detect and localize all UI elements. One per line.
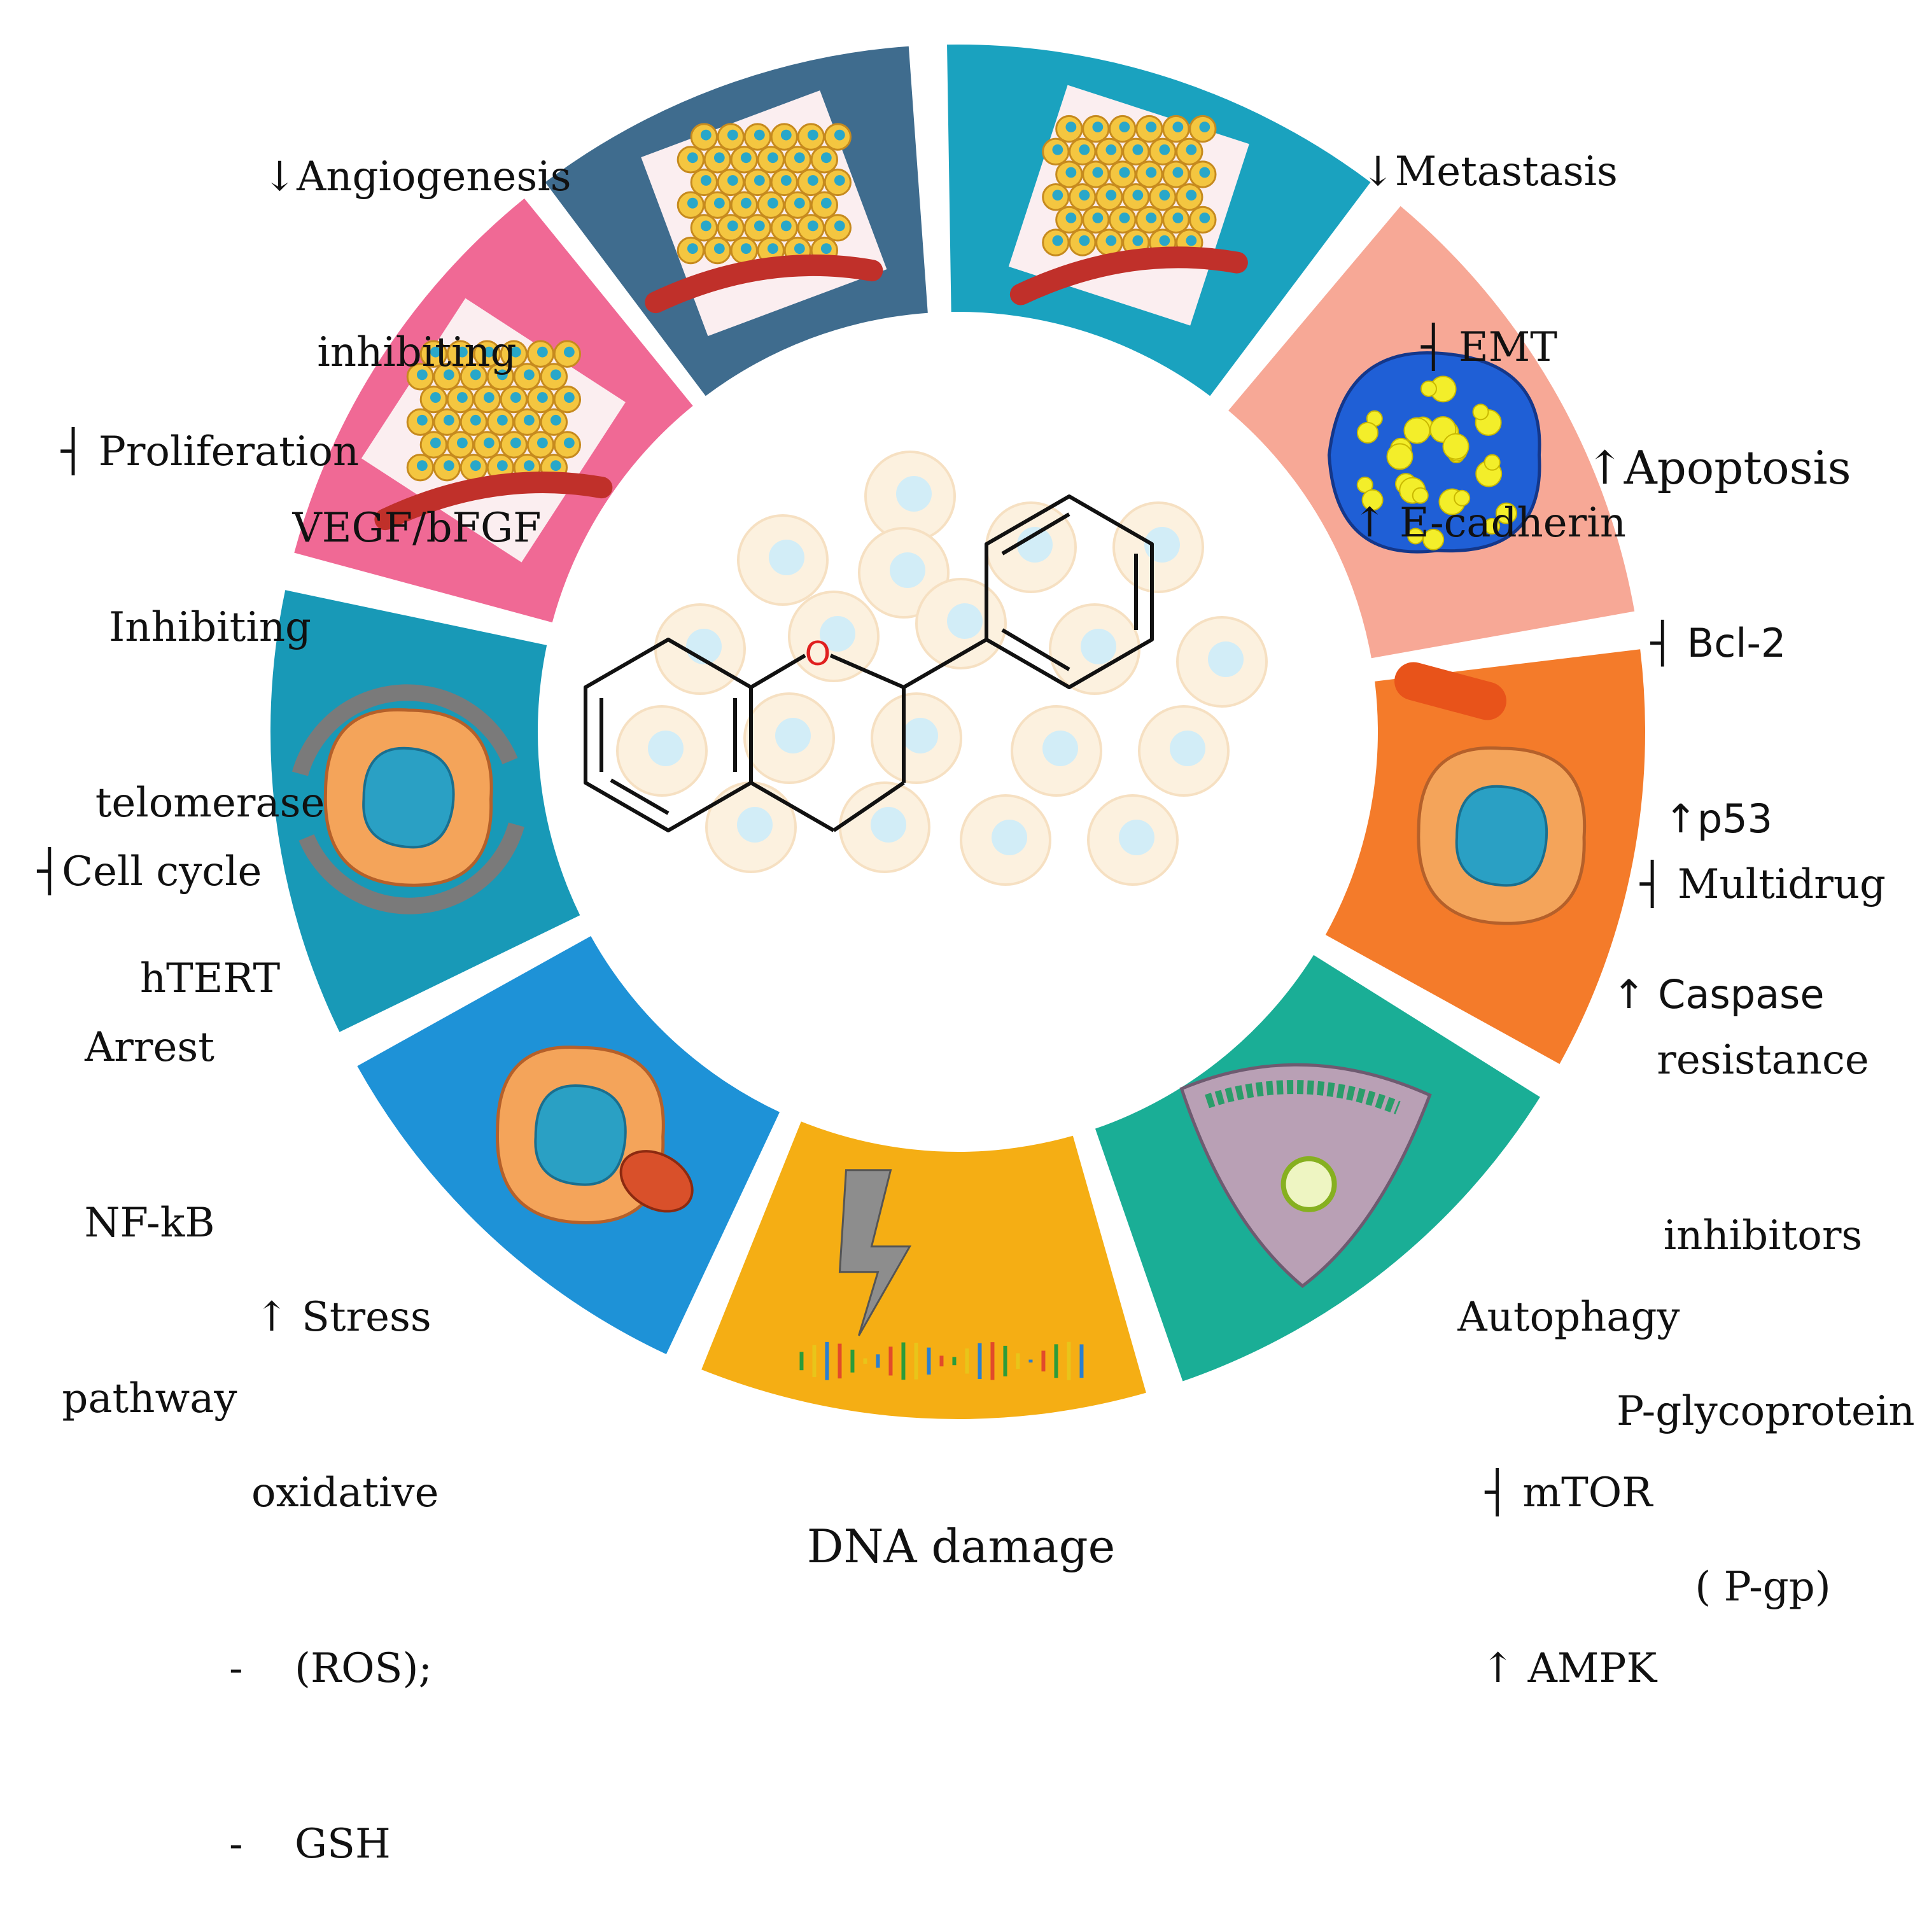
background-cell-nucleus bbox=[775, 718, 811, 753]
background-cell-nucleus bbox=[1042, 731, 1078, 766]
multidrug-line-4: P-glycoprotein bbox=[1617, 1388, 1915, 1435]
angiogenesis-line-2: inhibiting bbox=[317, 329, 517, 376]
cell-mitochondria-icon bbox=[496, 1046, 694, 1224]
background-cell-nucleus bbox=[1119, 820, 1154, 855]
flavan-molecule-icon bbox=[584, 494, 1154, 832]
cell-cycle-line-3: NF-kB bbox=[84, 1200, 215, 1247]
proliferation-line-2: Inhibiting bbox=[109, 604, 311, 651]
apoptosis-line-1: ↑Apoptosis bbox=[1585, 441, 1851, 494]
multidrug-line-1: ┤ Multidrug bbox=[1639, 861, 1886, 908]
background-cell-nucleus bbox=[947, 603, 983, 639]
cell-cycle-line-2: Arrest bbox=[85, 1024, 214, 1071]
dna-segment bbox=[701, 1121, 1146, 1419]
apoptosis-line-3: ↑p53 bbox=[1664, 795, 1773, 842]
autophagy-line-3: ↑ AMPK bbox=[1480, 1645, 1657, 1692]
autophagy-cell-icon bbox=[1179, 1063, 1432, 1289]
metastasis-label: ↓Metastasis ┤ EMT ↑ E-cadherin bbox=[1330, 25, 1648, 611]
segment-icons bbox=[291, 85, 1587, 1380]
autophagy-line-1: Autophagy bbox=[1457, 1294, 1680, 1341]
background-cell-nucleus bbox=[648, 731, 684, 766]
proliferation-line-1: ┤ Proliferation bbox=[60, 428, 360, 475]
stress-line-3: - (ROS); bbox=[229, 1645, 432, 1692]
proliferation-line-3: telomerase bbox=[95, 780, 325, 827]
tumor-blood-vessels-icon bbox=[641, 90, 887, 337]
background-cell-nucleus bbox=[902, 718, 938, 753]
center-circle: O bbox=[547, 321, 1368, 1142]
proliferation-label: ┤ Proliferation Inhibiting telomerase hT… bbox=[38, 305, 382, 1067]
metastasis-line-3: ↑ E-cadherin bbox=[1352, 500, 1626, 547]
metastasis-line-1: ↓Metastasis bbox=[1361, 148, 1618, 195]
background-cells-icon bbox=[616, 451, 1268, 886]
background-cell-nucleus bbox=[871, 807, 906, 843]
background-cell-nucleus bbox=[769, 540, 804, 575]
autophagy-line-2: ┤ mTOR bbox=[1485, 1469, 1653, 1516]
anticancer-mechanisms-diagram: O bbox=[270, 45, 1645, 1419]
background-cell-nucleus bbox=[1017, 527, 1053, 563]
stress-line-1: ↑ Stress bbox=[255, 1294, 431, 1341]
proliferating-tumor-icon bbox=[361, 298, 626, 563]
background-cell-nucleus bbox=[820, 616, 855, 652]
multidrug-line-2: resistance bbox=[1657, 1037, 1869, 1084]
proliferation-line-4: hTERT bbox=[139, 955, 281, 1002]
metastasis-line-2: ┤ EMT bbox=[1421, 324, 1557, 371]
apoptosis-line-2: ┤ Bcl-2 bbox=[1650, 620, 1786, 666]
background-cell-nucleus bbox=[1170, 731, 1205, 766]
background-cell-nucleus bbox=[1208, 641, 1244, 677]
angiogenesis-label: ↓Angiogenesis inhibiting VEGF/bFGF bbox=[229, 31, 605, 616]
drug-capsule-cell-icon bbox=[1394, 662, 1587, 925]
oxygen-atom-label: O bbox=[805, 635, 831, 673]
apoptotic-cell-icon bbox=[1327, 351, 1541, 554]
background-cell-nucleus bbox=[1081, 629, 1116, 664]
multidrug-line-3: inhibitors bbox=[1663, 1212, 1863, 1259]
dna-damage-label: DNA damage bbox=[783, 1400, 1139, 1634]
background-cell-nucleus bbox=[896, 476, 932, 512]
angiogenesis-line-3: VEGF/bFGF bbox=[292, 505, 542, 552]
apoptosis-label: ↑Apoptosis ┤ Bcl-2 ↑p53 ↑ Caspase bbox=[1566, 321, 1871, 1082]
angiogenesis-line-1: ↓Angiogenesis bbox=[262, 153, 572, 200]
autophagy-label: Autophagy ┤ mTOR ↑ AMPK bbox=[1426, 1171, 1712, 1756]
background-cell-nucleus bbox=[890, 552, 925, 588]
cell-cycle-arrows-icon bbox=[291, 684, 524, 914]
background-cell-nucleus bbox=[992, 820, 1027, 855]
cell-cycle-label: ┤Cell cycle Arrest NF-kB pathway bbox=[16, 725, 283, 1487]
background-cell-nucleus bbox=[737, 807, 773, 843]
tumor-invasion-icon bbox=[1008, 85, 1249, 326]
cell-cycle-line-1: ┤Cell cycle bbox=[37, 848, 262, 895]
cell-cycle-line-4: pathway bbox=[62, 1375, 237, 1422]
dna-line-1: DNA damage bbox=[806, 1520, 1116, 1573]
stress-line-4: - GSH bbox=[229, 1821, 391, 1868]
dna-helix-lightning-icon bbox=[799, 1169, 1084, 1380]
apoptosis-line-4: ↑ Caspase bbox=[1612, 971, 1825, 1018]
